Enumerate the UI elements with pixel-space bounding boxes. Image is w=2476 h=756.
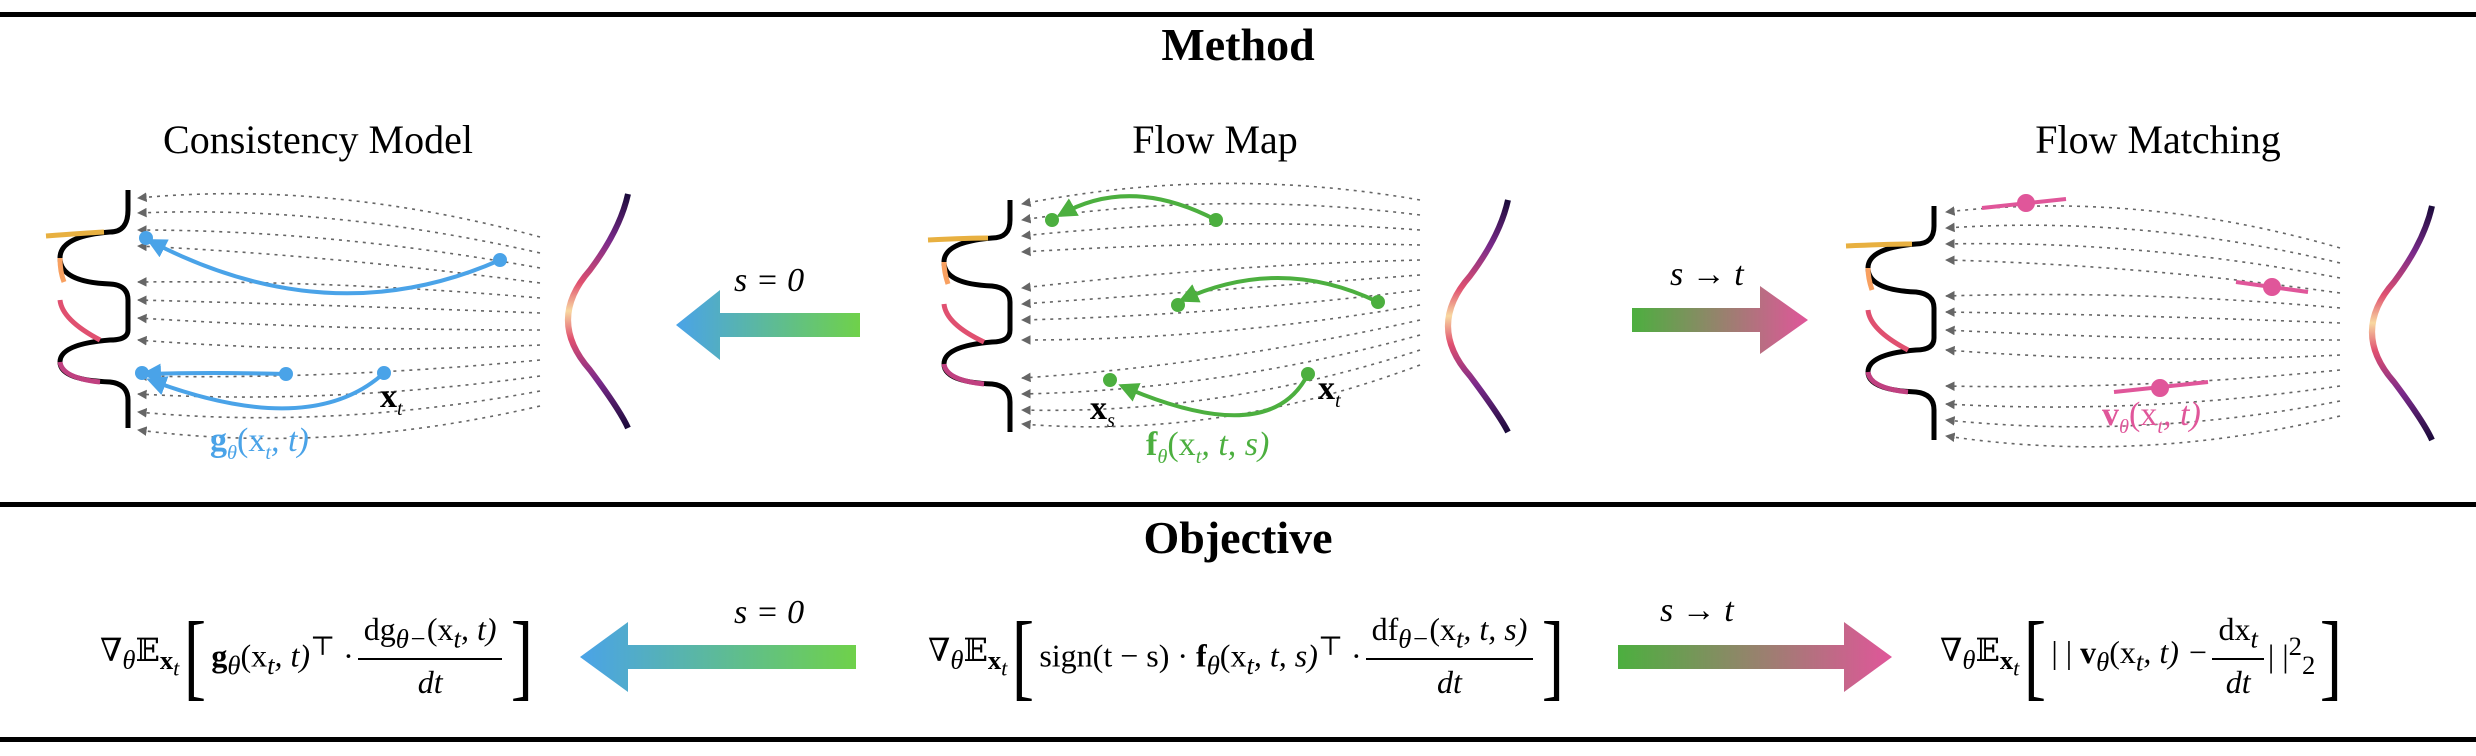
middle-rule [0,502,2476,507]
objective-arrow-left-label: s = 0 [734,594,805,631]
flowmap-points [1045,213,1385,387]
objective-consistency-formula: ∇θ𝔼xt[gθ(xt, t)⊤ ·dgθ−(xt, t)dt] [100,602,534,709]
flowmap-density-1 [927,235,989,243]
consistency-model-title: Consistency Model [163,117,473,162]
flowmap-density-4 [941,363,985,387]
flowmatching-density-3 [1865,309,1910,353]
objective-title: Objective [1143,512,1333,563]
consistency-data-density-4 [57,361,101,385]
consistency-function-label: gθ(xt, t) [210,422,309,464]
flowmap-density-3 [941,303,986,345]
method-arrow-left [676,290,860,360]
flow-map-title: Flow Map [1132,117,1298,162]
consistency-data-distribution [57,190,131,428]
consistency-xt-label: xt [380,378,403,420]
top-rule [0,12,2476,17]
flowmatching-noise-distribution [2369,205,2435,442]
objective-flowmap-formula: ∇θ𝔼xt[sign(t − s) · fθ(xt, t, s)⊤ ·dfθ−(… [928,602,1565,709]
consistency-noise-distribution [565,193,631,430]
flowmap-data-distribution [941,200,1013,432]
consistency-dotted-trajectories [137,192,541,440]
consistency-points [135,231,507,381]
method-arrow-right-label: s → t [1670,256,1744,293]
method-arrow-left-label: s = 0 [734,262,805,299]
flowmap-panel [927,182,1511,434]
consistency-data-density-2 [57,299,102,343]
objective-arrow-right [1618,622,1892,692]
flow-matching-title: Flow Matching [2035,117,2281,162]
flowmap-xt-label: xt [1318,370,1341,412]
consistency-panel [45,190,631,440]
consistency-data-density-3 [57,257,67,283]
objective-arrow-left [580,622,856,692]
flowmatching-density-1 [1845,241,1913,249]
flowmap-density-2 [941,261,951,285]
flowmatching-density-4 [1865,371,1909,395]
flowmatching-function-label: vθ(xt, t) [2102,396,2201,438]
flowmap-green-jumps [1056,194,1379,418]
method-arrow-right [1632,286,1808,354]
bottom-rule [0,737,2476,742]
flowmatching-velocity-ticks [1981,194,2309,397]
objective-arrow-right-label: s → t [1660,592,1734,629]
flowmap-function-label: fθ(xt, t, s) [1146,426,1270,468]
flowmatching-density-2 [1865,267,1875,291]
flowmatching-panel [1845,194,2435,448]
consistency-blue-jumps [141,239,501,411]
flowmatching-data-distribution [1865,206,1937,440]
consistency-data-density-1 [45,229,105,239]
method-title: Method [1161,19,1315,70]
flowmap-xs-label: xs [1090,390,1115,432]
flowmap-noise-distribution [1445,199,1511,434]
